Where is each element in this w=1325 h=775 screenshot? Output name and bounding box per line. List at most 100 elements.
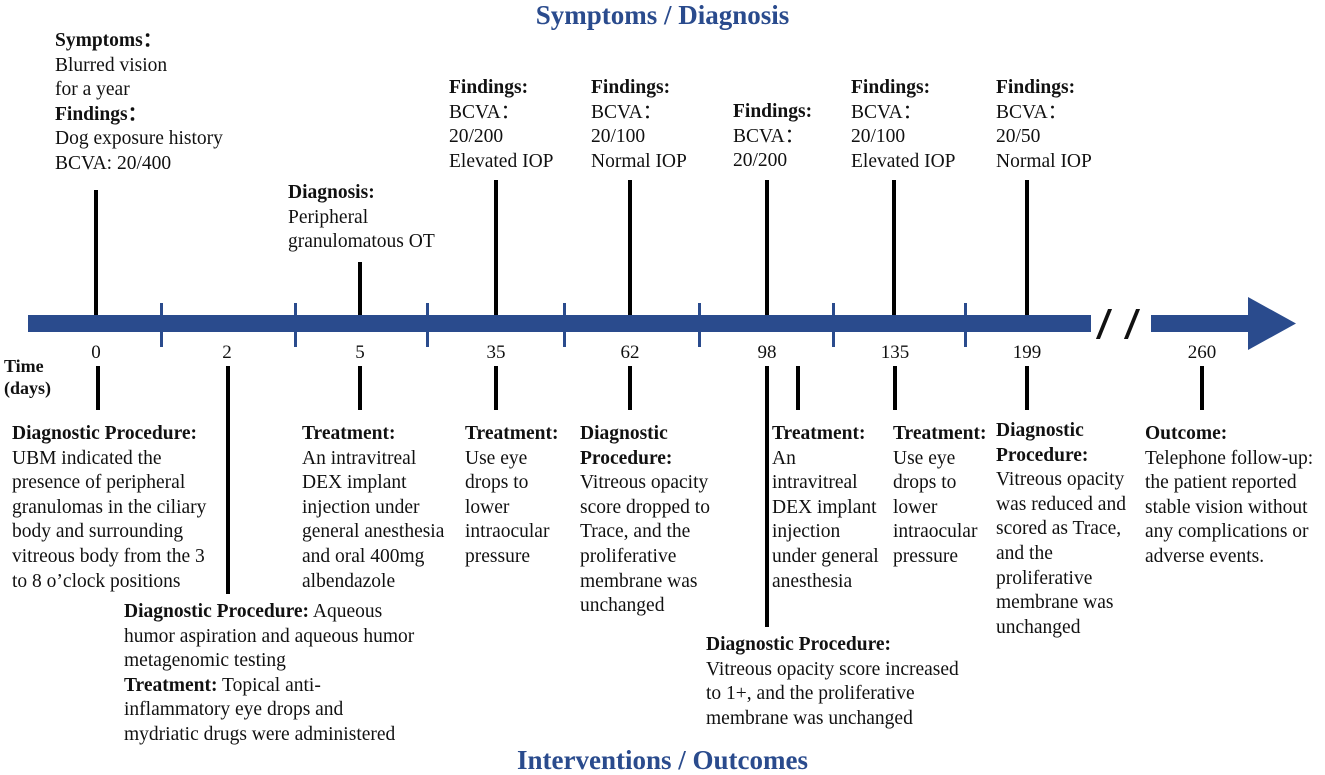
top-block-day-135: Findings: BCVA： 20/100 Elevated IOP: [851, 76, 956, 174]
block-line: scored as Trace,: [996, 518, 1122, 540]
block-line: membrane was: [996, 592, 1114, 614]
block-line: BCVA: 20/400: [55, 152, 172, 174]
block-line: BCVA：: [449, 101, 521, 123]
block-line: to 8 o’clock positions: [12, 570, 181, 592]
block-line: BCVA：: [996, 101, 1068, 123]
block-label: Diagnostic: [580, 423, 668, 444]
block-line: albendazole: [302, 570, 396, 592]
block-line: vitreous body from the 3: [12, 545, 205, 567]
axis-tick: [160, 303, 163, 347]
lower-stem-day-35: [494, 366, 498, 410]
block-line: unchanged: [996, 616, 1081, 638]
block-label: Diagnostic: [996, 420, 1084, 441]
lower-stem-day-98-procedure: [765, 366, 769, 627]
bottom-block-day-35: Treatment: Use eye drops to lower intrao…: [465, 422, 559, 570]
timeline-arrowhead-icon: [1248, 297, 1296, 350]
upper-stem-day-0: [94, 190, 98, 315]
block-label: Findings:: [591, 77, 671, 98]
block-line: body and surrounding: [12, 521, 184, 543]
top-block-day-199: Findings: BCVA： 20/50 Normal IOP: [996, 76, 1092, 174]
axis-break-mark: [1095, 309, 1113, 339]
day-label: 35: [486, 342, 506, 363]
block-line: Trace, and the: [580, 521, 691, 543]
block-line: injection: [772, 521, 841, 543]
day-label: 199: [1012, 342, 1042, 363]
block-line: anesthesia: [772, 570, 853, 592]
block-line: and the: [996, 542, 1053, 564]
block-line: BCVA：: [591, 101, 663, 123]
axis-tick: [832, 303, 835, 347]
block-line: the patient reported: [1145, 472, 1297, 494]
upper-stem-day-98: [765, 180, 769, 315]
axis-tick: [964, 303, 967, 347]
bottom-block-day-5: Treatment: An intravitreal DEX implant i…: [302, 422, 444, 594]
day-label: 5: [355, 342, 365, 363]
block-line: 20/100: [851, 126, 906, 148]
block-line: Elevated IOP: [449, 150, 554, 172]
block-line: proliferative: [996, 567, 1093, 589]
bottom-block-day-199: Diagnostic Procedure: Vitreous opacity w…: [996, 419, 1126, 640]
block-line: intraocular: [893, 521, 978, 543]
block-line: Vitreous opacity: [996, 469, 1125, 491]
bottom-block-day-98-procedure: Diagnostic Procedure: Vitreous opacity s…: [706, 633, 959, 731]
block-label: Outcome:: [1145, 423, 1228, 444]
block-label: Diagnostic Procedure:: [12, 423, 198, 444]
block-label: Treatment:: [124, 674, 218, 696]
bottom-block-day-2: Diagnostic Procedure: Aqueous humor aspi…: [124, 600, 414, 748]
time-axis-label: Time (days): [4, 356, 52, 398]
header-title: Symptoms / Diagnosis: [535, 0, 790, 30]
block-line: Treatment: Topical anti-: [124, 674, 414, 699]
block-line: Use eye: [893, 447, 956, 469]
bottom-block-day-260: Outcome: Telephone follow-up: the patien…: [1145, 422, 1313, 570]
block-line: membrane was unchanged: [706, 707, 913, 729]
block-line: inflammatory eye drops and: [124, 699, 344, 721]
block-line: general anesthesia: [302, 521, 445, 543]
block-line: membrane was: [580, 570, 698, 592]
block-label: Treatment:: [772, 423, 866, 444]
block-line: An: [772, 447, 796, 469]
axis-break-mark: [1123, 309, 1141, 339]
footer-title: Interventions / Outcomes: [517, 745, 808, 775]
block-line: intraocular: [465, 521, 550, 543]
block-label: Diagnostic Procedure:: [706, 634, 892, 655]
lower-stem-day-5: [358, 366, 362, 410]
block-line: DEX implant: [772, 496, 877, 518]
lower-stem-day-135: [893, 366, 897, 410]
block-line: Elevated IOP: [851, 150, 956, 172]
block-line: Vitreous opacity: [580, 472, 709, 494]
block-line: BCVA：: [733, 125, 805, 147]
axis-tick: [563, 303, 566, 347]
block-label: Findings:: [996, 77, 1076, 98]
top-block-day-5: Diagnosis: Peripheral granulomatous OT: [288, 181, 435, 255]
upper-stem-day-135: [892, 180, 896, 315]
block-line: and oral 400mg: [302, 545, 425, 567]
block-line: 20/100: [591, 126, 646, 148]
block-line: score dropped to: [580, 496, 710, 518]
upper-stem-day-199: [1025, 180, 1029, 315]
block-line-start: Aqueous: [312, 601, 383, 622]
axis-tick: [426, 303, 429, 347]
block-line: metagenomic testing: [124, 650, 286, 672]
block-label: Procedure:: [580, 447, 673, 469]
block-label: Findings:: [851, 77, 931, 98]
lower-stem-day-62: [628, 366, 632, 410]
block-line: humor aspiration and aqueous humor: [124, 625, 415, 647]
top-block-day-0: Symptoms： Blurred vision for a year Find…: [55, 29, 223, 177]
block-line: was reduced and: [996, 493, 1126, 515]
block-line: Normal IOP: [591, 150, 687, 172]
block-line: Diagnostic Procedure: Aqueous: [124, 600, 414, 625]
block-label: Findings:: [449, 77, 529, 98]
block-line: mydriatic drugs were administered: [124, 723, 396, 745]
axis-tick: [294, 303, 297, 347]
timeline-axis-continued: [1151, 315, 1251, 332]
block-line: lower: [893, 496, 938, 518]
lower-stem-day-98-treatment: [796, 366, 800, 410]
block-line: for a year: [55, 79, 130, 101]
top-block-day-62: Findings: BCVA： 20/100 Normal IOP: [591, 76, 687, 174]
block-line: any complications or: [1145, 521, 1309, 543]
block-line: to 1+, and the proliferative: [706, 683, 915, 705]
block-line: An intravitreal: [302, 447, 417, 469]
block-line: pressure: [893, 545, 958, 567]
block-line: granulomatous OT: [288, 231, 435, 253]
symptoms-label: Symptoms：: [55, 30, 163, 51]
